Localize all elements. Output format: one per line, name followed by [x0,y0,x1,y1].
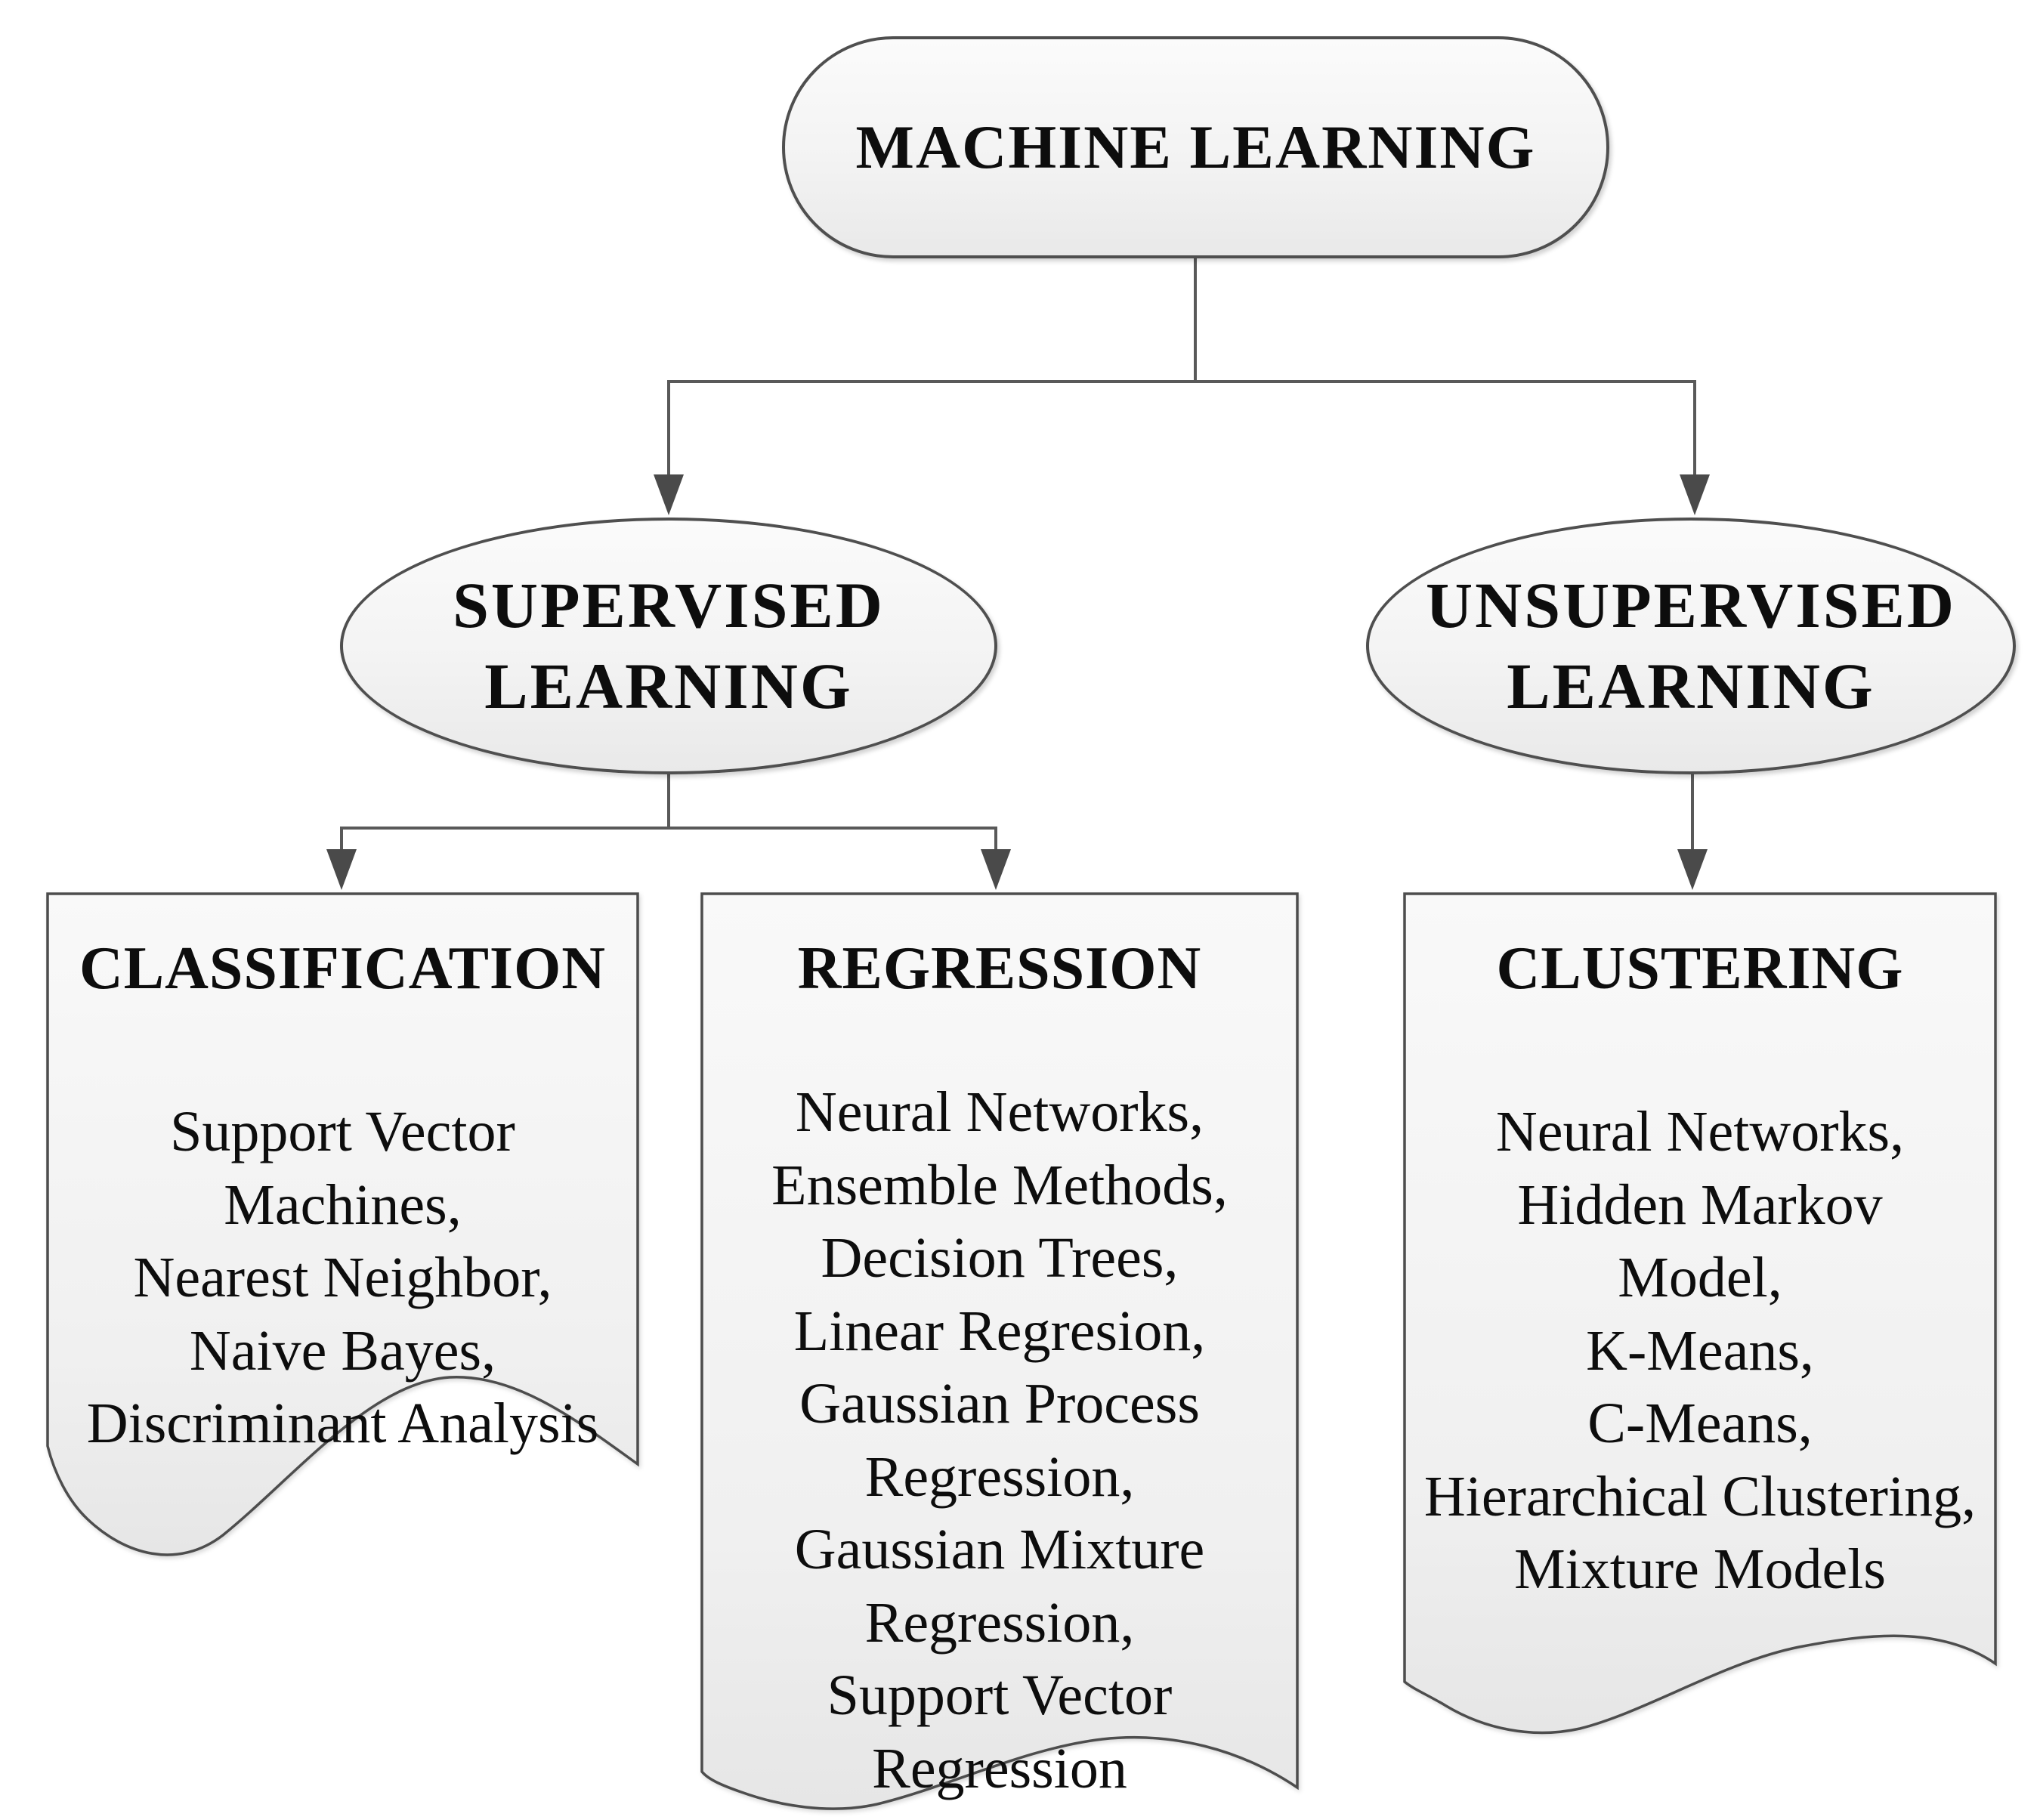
root-node-label: MACHINE LEARNING [855,113,1536,181]
classification-document-shape [46,892,639,1556]
clustering-document-shape [1403,892,1997,1735]
arrowhead-to-unsupervised [1680,474,1710,515]
clustering-methods: Neural Networks, Hidden Markov Model, K-… [1423,1100,1977,1602]
root-node-machine-learning: MACHINE LEARNING [782,36,1609,258]
branch-node-supervised-learning: SUPERVISED LEARNING [340,518,997,774]
regression-document-shape [700,892,1299,1810]
arrowhead-to-clustering [1677,849,1708,890]
leaf-node-regression: REGRESSION Neural Networks, Ensemble Met… [700,891,1300,1813]
clustering-title: CLUSTERING [1496,935,1904,1002]
arrowhead-to-regression [981,849,1011,890]
classification-title: CLASSIFICATION [79,935,607,1002]
arrowhead-to-supervised [654,474,684,515]
regression-title: REGRESSION [797,935,1202,1002]
branch-supervised-label: SUPERVISED LEARNING [453,568,885,723]
leaf-node-clustering: CLUSTERING Neural Networks, Hidden Marko… [1402,891,1998,1741]
arrowhead-to-classification [326,849,357,890]
leaf-node-classification: CLASSIFICATION Support Vector Machines, … [45,891,640,1559]
classification-methods: Support Vector Machines, Nearest Neighbo… [86,1100,599,1456]
regression-methods: Neural Networks, Ensemble Methods, Decis… [771,1080,1228,1800]
branch-node-unsupervised-learning: UNSUPERVISED LEARNING [1366,518,2016,774]
branch-unsupervised-label: UNSUPERVISED LEARNING [1426,568,1956,723]
